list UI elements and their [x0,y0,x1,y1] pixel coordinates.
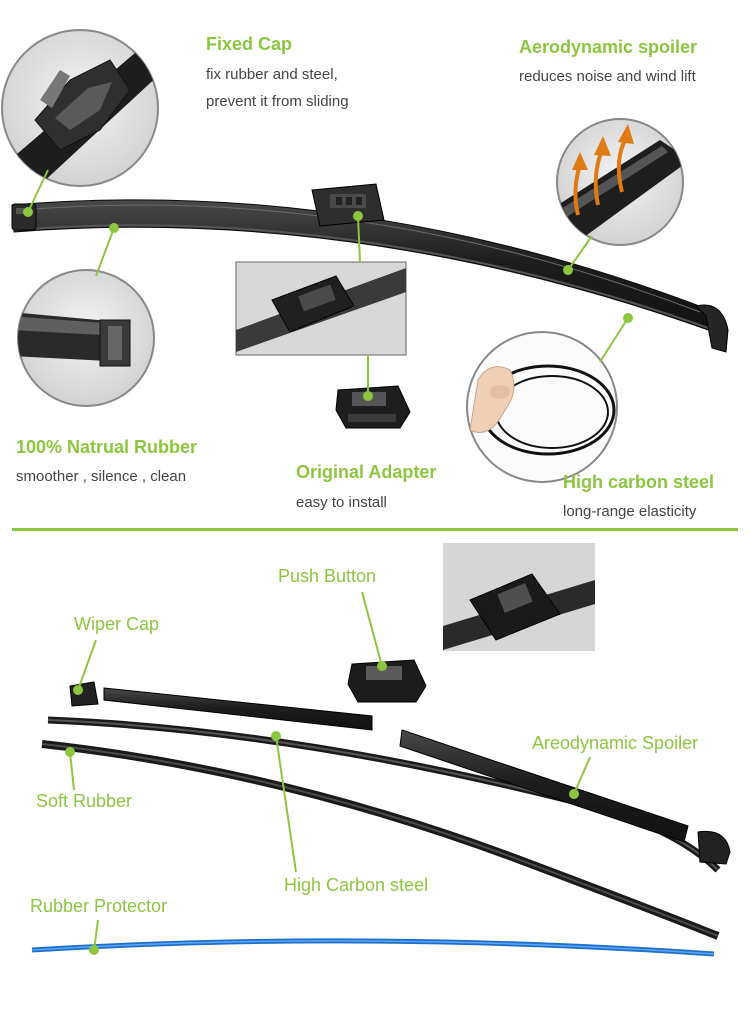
fixed-cap-desc-2: prevent it from sliding [206,93,349,110]
blade-end-cap-right [695,304,729,353]
push-button-label: Push Button [278,566,377,586]
carbon-steel-part [41,740,720,940]
steel-title: High carbon steel [563,472,715,492]
fixed-cap-bubble [1,29,159,187]
wiper-cap-label: Wiper Cap [74,614,160,634]
spoiler-segment-left [103,687,373,731]
rubber-desc: smoother , silence , clean [16,468,187,485]
fixed-cap-title: Fixed Cap [206,34,293,54]
end-cap-right-part [697,830,731,865]
adapter-inset-photo [235,261,407,356]
wiper-cap-part [69,681,99,707]
leader-lines-top [23,169,633,401]
rubber-protector-label: Rubber Protector [30,896,168,916]
rubber-protector-part [31,938,715,957]
spoiler-segment-right [399,729,689,843]
adapter-desc: easy to install [296,494,387,511]
spoiler-title: Aerodynamic spoiler [519,37,698,57]
leader-lines-bottom [65,591,591,955]
spoiler-label: Areodynamic Spoiler [532,733,699,753]
adapter-title: Original Adapter [296,462,437,482]
rubber-title: 100% Natrual Rubber [16,437,198,457]
spoiler-bubble [556,118,684,246]
soft-rubber-label: Soft Rubber [36,791,133,811]
rubber-bubble [17,269,155,407]
push-button-part [347,659,427,703]
steel-bubble [466,331,618,483]
section-divider [12,528,738,531]
button-inset-photo [443,543,595,651]
adapter-part [335,385,411,429]
blade-end-cap-left [11,203,37,231]
fixed-cap-desc-1: fix rubber and steel, [206,66,338,83]
blade-adapter [311,183,385,227]
carbon-steel-label: High Carbon steel [284,875,429,895]
spoiler-desc: reduces noise and wind lift [519,68,696,85]
steel-desc: long-range elasticity [563,503,697,520]
